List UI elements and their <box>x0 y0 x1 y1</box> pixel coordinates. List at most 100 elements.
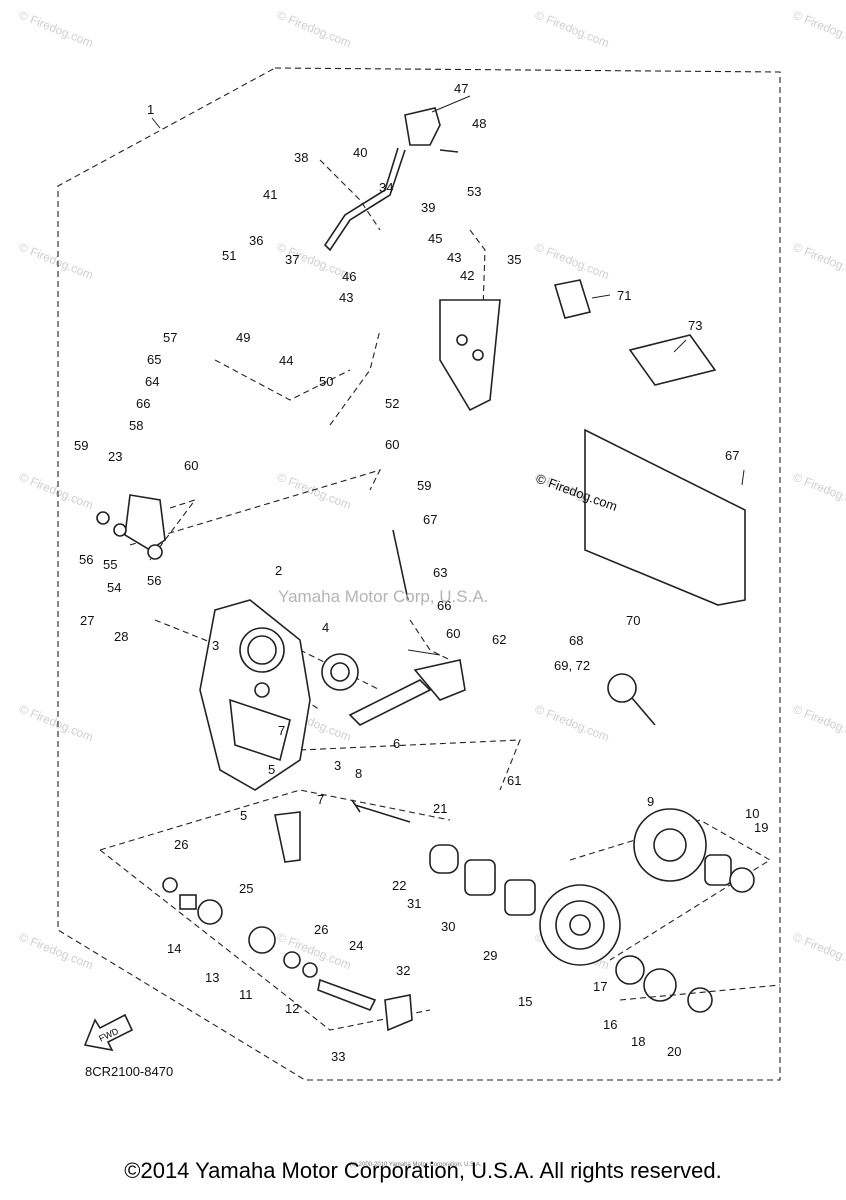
speed-sensor <box>607 673 656 726</box>
watermark-tile: © Firedog.com <box>17 930 95 973</box>
callout-number: 48 <box>472 116 486 131</box>
callout-number: 7 <box>317 792 324 807</box>
callout-number: 20 <box>667 1044 681 1059</box>
callout-number: 59 <box>74 438 88 453</box>
watermark-tile: © Firedog.com <box>791 470 846 513</box>
callout-number: 3 <box>334 758 341 773</box>
watermark-tile: © Firedog.com <box>533 8 611 51</box>
shift-rod <box>392 529 409 601</box>
callout-number: 3 <box>212 638 219 653</box>
callout-number: 13 <box>205 970 219 985</box>
callout-number: 4 <box>322 620 329 635</box>
retainer-rings <box>615 955 713 1013</box>
callout-number: 2 <box>275 563 282 578</box>
shift-lever <box>323 107 459 252</box>
callout-number: 70 <box>626 613 640 628</box>
callout-number: 25 <box>239 881 253 896</box>
labels <box>553 279 717 386</box>
callout-numbers: 1233455677891011121314151617181920212223… <box>0 0 768 1064</box>
callout-number: 57 <box>163 330 177 345</box>
callout-number: 44 <box>279 353 293 368</box>
callout-number: 21 <box>433 801 447 816</box>
callout-number: 47 <box>454 81 468 96</box>
callout-number: 37 <box>285 252 299 267</box>
assembly-outline <box>57 67 781 1081</box>
shift-arm <box>274 811 301 863</box>
spring-stack <box>429 844 536 916</box>
callout-number: 43 <box>339 290 353 305</box>
callout-number: 52 <box>385 396 399 411</box>
fwd-arrow: FWD <box>83 1013 134 1052</box>
callout-number: 42 <box>460 268 474 283</box>
callout-number: 30 <box>441 919 455 934</box>
callout-number: 43 <box>447 250 461 265</box>
callout-number: 60 <box>385 437 399 452</box>
driven-sprocket <box>539 884 621 966</box>
watermark-tile: © Firedog.com <box>275 470 353 513</box>
assembly-leader-lines <box>99 159 781 1031</box>
callout-number: 41 <box>263 187 277 202</box>
cover-panel <box>584 428 746 606</box>
callout-number: 18 <box>631 1034 645 1049</box>
callout-number: 46 <box>342 269 356 284</box>
callout-number: 63 <box>433 565 447 580</box>
callout-number: 26 <box>314 922 328 937</box>
callout-number: 59 <box>417 478 431 493</box>
callout-number: 22 <box>392 878 406 893</box>
copyright-footer: ©2014 Yamaha Motor Corporation, U.S.A. A… <box>124 1158 722 1183</box>
callout-number: 53 <box>467 184 481 199</box>
linkage-bracket <box>96 494 166 560</box>
bolt <box>351 799 411 823</box>
watermark-tile: © Firedog.com <box>17 8 95 51</box>
callout-number: 38 <box>294 150 308 165</box>
watermark-tile: © Firedog.com <box>533 240 611 283</box>
callout-number: 9 <box>647 794 654 809</box>
callout-number: 69, 72 <box>554 658 590 673</box>
callout-number: 62 <box>492 632 506 647</box>
watermark-tile: © Firedog.com <box>791 240 846 283</box>
callout-number: 67 <box>423 512 437 527</box>
callout-number: 19 <box>754 820 768 835</box>
callout-number: 1 <box>147 102 154 117</box>
callout-number: 55 <box>103 557 117 572</box>
callout-number: 12 <box>285 1001 299 1016</box>
callout-number: 61 <box>507 773 521 788</box>
callout-number: 40 <box>353 145 367 160</box>
shift-shaft <box>348 659 466 726</box>
callout-number: 29 <box>483 948 497 963</box>
callout-number: 6 <box>393 736 400 751</box>
watermark-tile: © Firedog.com <box>17 470 95 513</box>
watermark-tile: © Firedog.com <box>17 240 95 283</box>
callout-number: 15 <box>518 994 532 1009</box>
callout-number: 65 <box>147 352 161 367</box>
drawing-code: 8CR2100-8470 <box>85 1064 173 1079</box>
callout-number: 31 <box>407 896 421 911</box>
callout-number: 7 <box>278 723 285 738</box>
gear-case-housing <box>199 599 311 791</box>
callout-number: 36 <box>249 233 263 248</box>
callout-leaders <box>151 95 745 656</box>
callout-number: 64 <box>145 374 159 389</box>
copyright-fine-print: (c) 2000-2010 Yamaha Motor Corporation, … <box>350 1162 482 1168</box>
shift-bracket <box>439 299 501 412</box>
watermark-tile: © Firedog.com <box>791 702 846 745</box>
watermark-tile: © Firedog.com <box>791 930 846 973</box>
callout-number: 51 <box>222 248 236 263</box>
callout-number: 50 <box>319 374 333 389</box>
center-watermark: Yamaha Motor Corp, U.S.A. <box>278 587 488 606</box>
callout-number: 74 <box>0 0 14 3</box>
callout-number: 56 <box>147 573 161 588</box>
callout-number: 33 <box>331 1049 345 1064</box>
callout-number: 71 <box>617 288 631 303</box>
callout-number: 60 <box>446 626 460 641</box>
callout-number: 11 <box>239 987 253 1002</box>
callout-number: 24 <box>349 938 363 953</box>
watermark-tile: © Firedog.com <box>17 702 95 745</box>
drive-gear <box>633 808 707 882</box>
callout-number: 14 <box>167 941 181 956</box>
callout-number: 66 <box>437 598 451 613</box>
small-gears <box>162 877 413 1032</box>
callout-number: 5 <box>268 762 275 777</box>
callout-number: 23 <box>108 449 122 464</box>
